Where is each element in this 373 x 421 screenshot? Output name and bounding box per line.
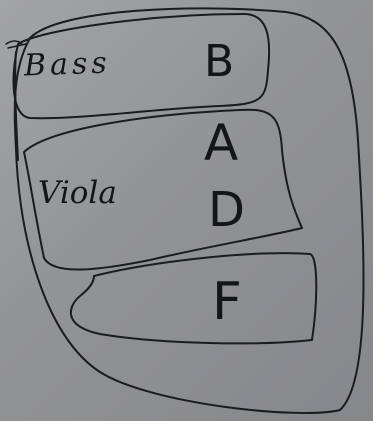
note-a: A	[204, 118, 238, 168]
viola-label: Viola	[38, 178, 117, 209]
note-b: B	[204, 40, 234, 84]
note-f: F	[212, 276, 242, 328]
note-d: D	[208, 186, 245, 234]
bass-label: Bass	[24, 48, 112, 81]
